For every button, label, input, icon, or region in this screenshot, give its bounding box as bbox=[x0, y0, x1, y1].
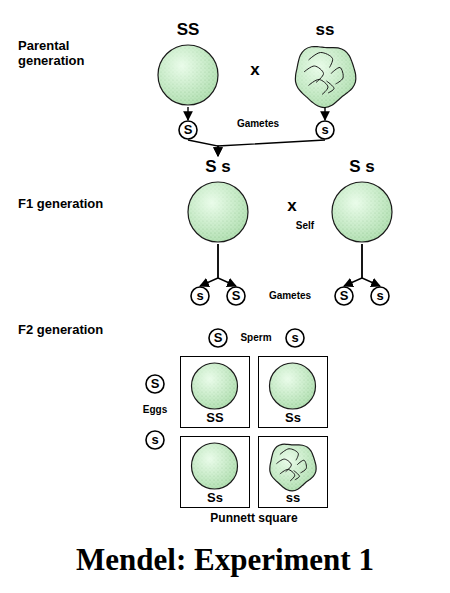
diagram-label: Gametes bbox=[269, 290, 311, 302]
arrow-connector bbox=[188, 140, 218, 156]
pea-body bbox=[192, 363, 238, 409]
punnett-cell: Ss bbox=[258, 356, 328, 428]
allele-letter: s bbox=[315, 120, 335, 140]
pea-shading bbox=[333, 183, 392, 242]
punnett-cell: SS bbox=[180, 356, 250, 428]
allele-letter: s bbox=[190, 286, 210, 306]
genotype-label: Ss bbox=[181, 490, 249, 506]
diagram-label: F1 generation bbox=[18, 196, 103, 211]
punnett-cell: ss bbox=[258, 436, 328, 508]
gamete-circle: S bbox=[145, 374, 165, 394]
pea-seed: SS bbox=[156, 19, 220, 107]
wrinkled-pea-body bbox=[270, 444, 316, 491]
node-outline bbox=[156, 43, 220, 107]
node-outline bbox=[259, 439, 326, 491]
pea-seed: ss bbox=[293, 19, 357, 107]
allele-letter: S bbox=[334, 286, 354, 306]
pea-shading bbox=[270, 364, 315, 409]
allele-letter: S bbox=[226, 286, 246, 306]
diagram-label: x bbox=[250, 60, 259, 79]
gamete-ring bbox=[209, 329, 227, 347]
arrow-connector bbox=[362, 244, 380, 286]
arrow-connector bbox=[344, 244, 362, 286]
diagram-label: Punnett square bbox=[210, 511, 297, 525]
pea-body bbox=[192, 443, 238, 489]
gamete-circle: s bbox=[145, 430, 165, 450]
allele-letter: S bbox=[208, 328, 228, 348]
pea-body bbox=[332, 182, 392, 242]
gamete-circle: s bbox=[190, 286, 210, 306]
pea-wrinkle bbox=[331, 67, 343, 84]
diagram-label: Parental generation bbox=[18, 38, 98, 68]
pea-shading bbox=[192, 444, 237, 489]
gamete-ring bbox=[371, 287, 389, 305]
pea-wrinkle bbox=[280, 469, 295, 481]
pea-body bbox=[270, 363, 316, 409]
diagram-label: Self bbox=[296, 220, 314, 232]
node-outline bbox=[259, 359, 326, 411]
gamete-ring bbox=[316, 121, 334, 139]
diagram-label: F2 generation bbox=[18, 322, 103, 337]
diagram-title: Mendel: Experiment 1 bbox=[0, 542, 450, 578]
genotype-label: S s bbox=[330, 156, 394, 178]
pea-seed: S s bbox=[330, 156, 394, 244]
genotype-label: ss bbox=[259, 490, 327, 506]
gamete-circle: s bbox=[285, 328, 305, 348]
pea-seed: S s bbox=[186, 156, 250, 244]
node-outline bbox=[330, 180, 394, 244]
genotype-label: SS bbox=[181, 410, 249, 426]
node-outline bbox=[186, 180, 250, 244]
pea-wrinkle bbox=[297, 460, 306, 473]
pea-shading bbox=[270, 444, 316, 491]
gamete-ring bbox=[227, 287, 245, 305]
gamete-ring bbox=[191, 287, 209, 305]
arrow-connector bbox=[187, 107, 188, 120]
diagram-label: Eggs bbox=[143, 404, 167, 416]
pea-wrinkle bbox=[309, 79, 329, 94]
punnett-cell: Ss bbox=[180, 436, 250, 508]
allele-letter: s bbox=[145, 430, 165, 450]
wrinkled-pea-body bbox=[295, 47, 355, 108]
node-outline bbox=[293, 43, 357, 107]
allele-letter: S bbox=[178, 120, 198, 140]
gamete-circle: s bbox=[315, 120, 335, 140]
gamete-circle: S bbox=[208, 328, 228, 348]
genotype-label: S s bbox=[186, 156, 250, 178]
pea-shading bbox=[189, 183, 248, 242]
diagram-label: x bbox=[287, 196, 296, 215]
gamete-ring bbox=[286, 329, 304, 347]
arrow-connector bbox=[324, 107, 325, 120]
pea-wrinkle bbox=[327, 81, 335, 93]
gamete-circle: S bbox=[178, 120, 198, 140]
allele-letter: S bbox=[145, 374, 165, 394]
node-outline bbox=[181, 359, 248, 411]
gamete-ring bbox=[179, 121, 197, 139]
allele-letter: s bbox=[285, 328, 305, 348]
allele-letter: s bbox=[370, 286, 390, 306]
genotype-label: ss bbox=[293, 19, 357, 41]
diagram-label: Sperm bbox=[240, 332, 271, 344]
pea-body bbox=[188, 182, 248, 242]
node-outline bbox=[181, 439, 248, 491]
genotype-label: Ss bbox=[259, 410, 327, 426]
pea-wrinkle bbox=[309, 52, 333, 67]
gamete-ring bbox=[146, 375, 164, 393]
pea-shading bbox=[159, 46, 218, 105]
arrow-connector bbox=[200, 244, 218, 286]
gamete-ring bbox=[335, 287, 353, 305]
arrow-connector bbox=[218, 140, 325, 156]
pea-wrinkle bbox=[280, 449, 299, 461]
pea-body bbox=[158, 45, 218, 105]
genotype-label: SS bbox=[156, 19, 220, 41]
diagram-label: Gametes bbox=[237, 118, 279, 130]
arrow-connector bbox=[218, 244, 236, 286]
gamete-ring bbox=[146, 431, 164, 449]
pea-shading bbox=[295, 47, 355, 108]
gamete-circle: s bbox=[370, 286, 390, 306]
pea-wrinkle bbox=[294, 471, 300, 480]
pea-shading bbox=[192, 364, 237, 409]
gamete-circle: S bbox=[334, 286, 354, 306]
gamete-circle: S bbox=[226, 286, 246, 306]
